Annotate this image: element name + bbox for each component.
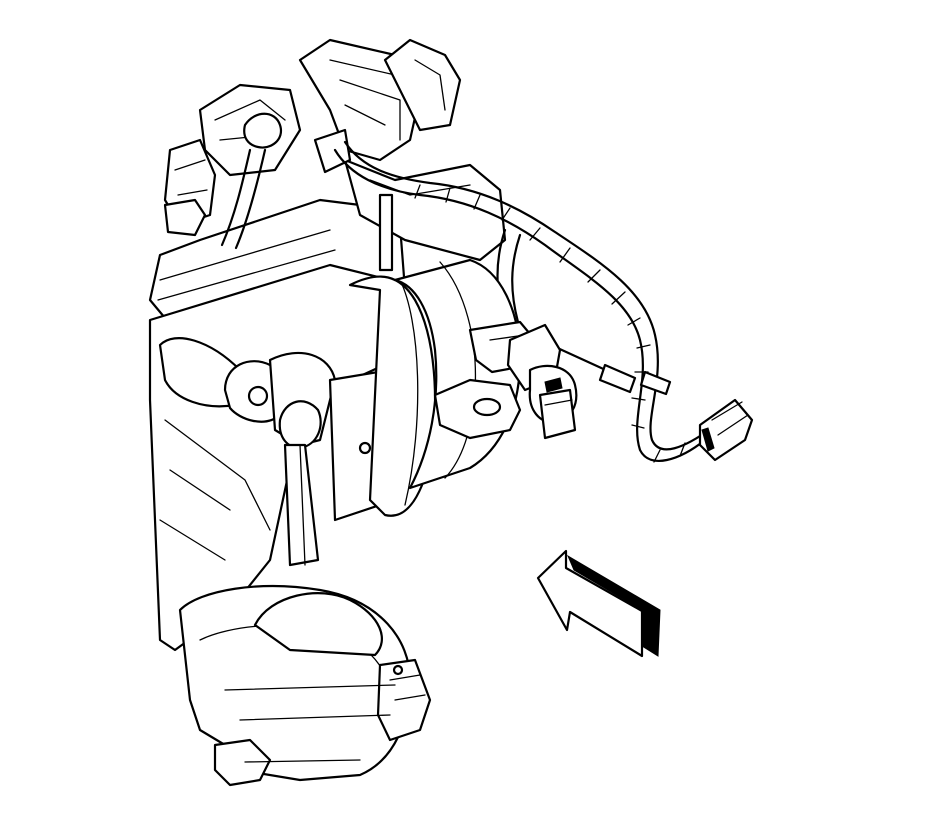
mounting-bracket	[433, 378, 522, 440]
harness-end-connector	[698, 398, 754, 462]
view-direction-arrow-icon	[536, 549, 661, 658]
hvac-blower-housing	[148, 263, 397, 652]
electrical-connector	[506, 323, 578, 440]
wiring-harness	[333, 140, 714, 463]
drain-housing	[178, 585, 432, 787]
